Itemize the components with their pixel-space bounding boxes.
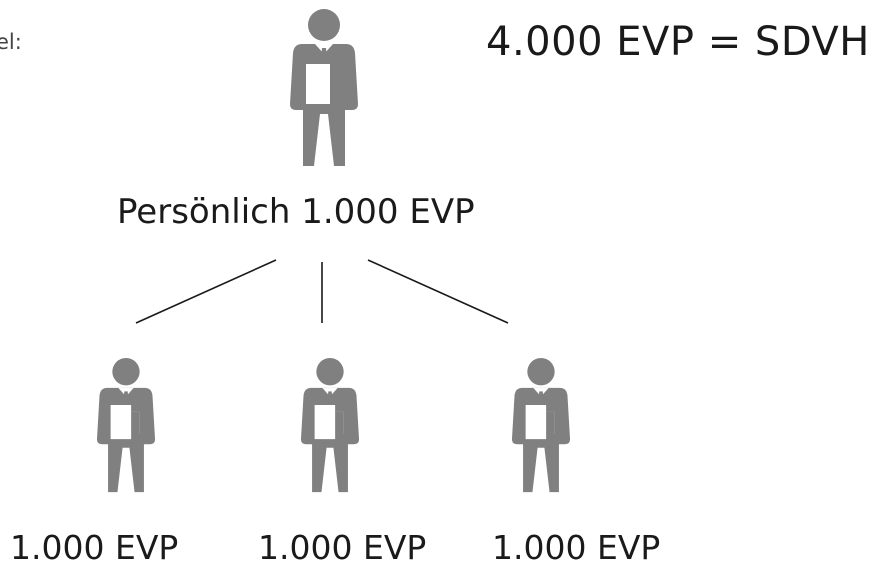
- bottom-person-label: 1.000 EVP: [258, 528, 427, 567]
- connector-line-left: [135, 259, 277, 324]
- businessman-icon: [511, 358, 571, 493]
- top-person-label: Persönlich 1.000 EVP: [117, 192, 475, 232]
- cut-off-label: el:: [0, 30, 22, 54]
- businessman-icon: [300, 358, 360, 493]
- connector-lines: [135, 259, 509, 324]
- connector-line-right: [367, 259, 509, 324]
- bottom-person-label: 1.000 EVP: [10, 528, 179, 567]
- formula-text: 4.000 EVP = SDVH: [486, 19, 870, 65]
- bottom-person-label: 1.000 EVP: [492, 528, 661, 567]
- businessman-icon: [96, 358, 156, 493]
